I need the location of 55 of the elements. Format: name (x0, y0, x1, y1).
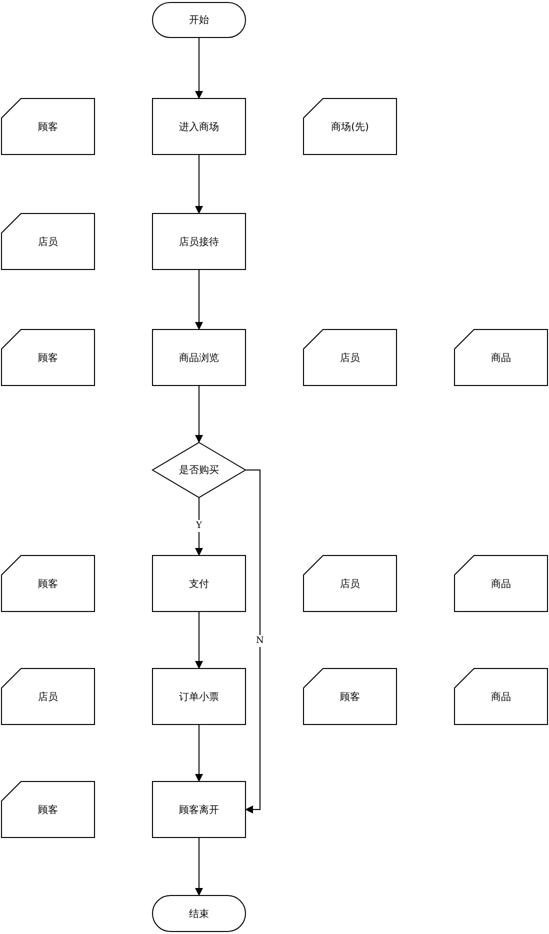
card-shape (454, 329, 548, 386)
node-label: 店员接待 (179, 236, 219, 248)
node-label: 支付 (189, 578, 209, 590)
process-box (152, 668, 246, 725)
card-shape (1, 668, 95, 725)
node-label: 顾客 (38, 804, 58, 816)
node-label: 店员 (340, 578, 360, 590)
node-label: 顾客 (38, 578, 58, 590)
card-shape (303, 555, 397, 612)
node-label: 进入商场 (179, 120, 219, 134)
node-label: 开始 (189, 14, 209, 27)
process-box (152, 555, 246, 612)
arrow (195, 270, 203, 330)
node-label: 商品 (491, 690, 511, 704)
card-shape (1, 781, 95, 838)
card-shape (303, 98, 397, 155)
card-shape (454, 668, 548, 725)
arrow (195, 38, 203, 99)
arrow (195, 612, 203, 669)
node-label: 商场(先) (331, 120, 369, 134)
card-shape (303, 668, 397, 725)
terminal-shape (152, 2, 246, 38)
card-shape (1, 555, 95, 612)
arrow (195, 154, 203, 214)
card-shape (303, 329, 397, 386)
node-label: 顾客离开 (179, 804, 219, 816)
node-label: 店员 (340, 352, 360, 364)
arrow (195, 386, 203, 443)
node-label: 商品浏览 (179, 352, 219, 364)
node-label: 是否购买 (179, 464, 219, 477)
process-box (152, 213, 246, 270)
node-label: 店员 (38, 690, 58, 704)
arrow (195, 724, 203, 782)
arrow (245, 470, 260, 814)
card-shape (454, 555, 548, 612)
node-label: 商品 (491, 352, 511, 364)
edge-label: Y (195, 520, 203, 532)
node-label: 商品 (491, 578, 511, 590)
card-shape (1, 329, 95, 386)
node-label: 顾客 (340, 690, 360, 704)
process-box (152, 329, 246, 386)
arrow (195, 838, 203, 896)
card-shape (1, 213, 95, 270)
node-label: 结束 (189, 908, 209, 920)
edge-label: N (255, 634, 265, 647)
process-box (152, 781, 246, 838)
card-shape (1, 98, 95, 155)
decision-diamond (152, 442, 246, 498)
node-label: 顾客 (38, 120, 58, 134)
node-label: 订单小票 (179, 690, 219, 704)
process-box (152, 98, 246, 155)
arrow (195, 498, 203, 556)
node-label: 店员 (38, 236, 58, 248)
node-label: 顾客 (38, 352, 58, 364)
terminal-shape (152, 895, 246, 932)
